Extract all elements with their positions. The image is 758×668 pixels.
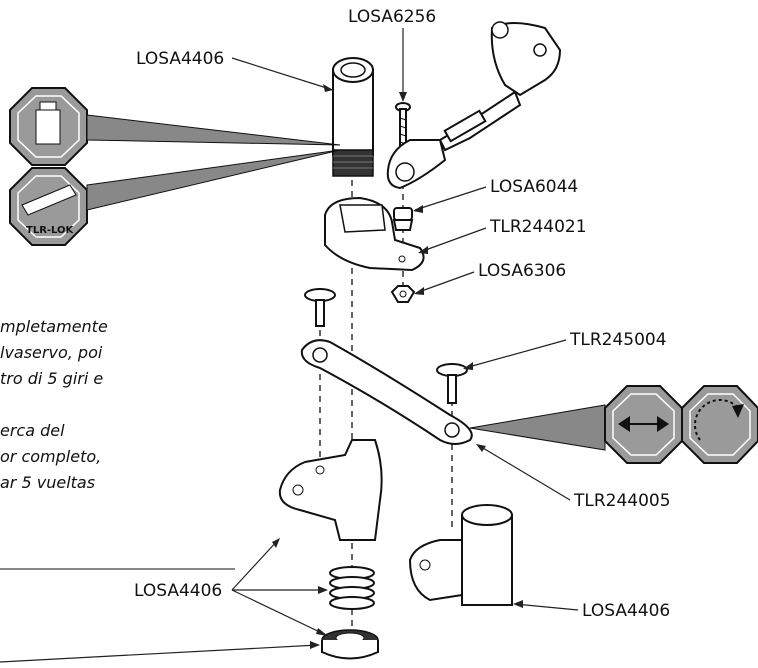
- threadlock-pointer: [86, 149, 341, 211]
- rotate-icon: [681, 385, 758, 464]
- leader-tlr244021: [419, 227, 487, 253]
- leader-losa4406-right: [514, 603, 579, 611]
- label-losa4406-left: LOSA4406: [134, 581, 222, 601]
- leader-losa6306: [415, 271, 475, 294]
- spring-part: [329, 566, 375, 610]
- servo-saver-arm-tlr244021: [324, 196, 425, 272]
- label-losa4406-right: LOSA4406: [582, 601, 670, 621]
- label-tlr245004: TLR245004: [569, 330, 667, 350]
- servo-link-assembly: [386, 21, 562, 190]
- adjust-pointer: [469, 404, 606, 451]
- label-tlr244021: TLR244021: [489, 217, 587, 237]
- leader-losa4406-left-3: [231, 589, 327, 636]
- threadlock-tube-icon: TLR-LOK: [9, 167, 88, 246]
- leader-losa6044: [414, 186, 487, 211]
- instruction-line-6: or completo,: [0, 447, 101, 466]
- label-losa6044: LOSA6044: [490, 177, 578, 197]
- leader-losa4406-left-1: [231, 539, 279, 591]
- label-losa6256: LOSA6256: [348, 7, 436, 27]
- leader-tlr245004: [464, 339, 567, 369]
- instruction-line-7: ar 5 vueltas: [0, 473, 95, 492]
- left-bellcrank-part: [278, 439, 383, 541]
- left-screw: [304, 288, 336, 327]
- label-tlr244005: TLR244005: [573, 491, 671, 511]
- leader-losa4406-top: [231, 57, 334, 91]
- right-screw-tlr245004: [436, 363, 468, 404]
- top-post-part: [332, 57, 374, 177]
- instruction-line-5: erca del: [0, 421, 65, 440]
- right-bellcrank-part: [408, 504, 513, 606]
- label-losa6306: LOSA6306: [478, 261, 566, 281]
- adjuster-nut-part: [321, 629, 379, 660]
- leader-bottom-nut: [0, 644, 319, 663]
- instruction-line-2: lvaservo, poi: [0, 343, 103, 362]
- threadlock-label: TLR-LOK: [26, 225, 75, 236]
- spray-bottle-icon: [9, 87, 88, 166]
- ball-stud-losa6044: [392, 207, 414, 231]
- nut-losa6306: [390, 285, 416, 303]
- adjust-arrows-icon: [604, 385, 683, 464]
- spray-pointer: [86, 114, 341, 146]
- leader-tlr244005: [477, 444, 571, 501]
- instruction-line-3: tro di 5 giri e: [0, 369, 103, 388]
- label-losa4406-top: LOSA4406: [136, 49, 224, 69]
- drag-link-tlr244005: [300, 339, 473, 445]
- screw-losa6256: [395, 102, 411, 154]
- instruction-line-1: mpletamente: [0, 317, 108, 336]
